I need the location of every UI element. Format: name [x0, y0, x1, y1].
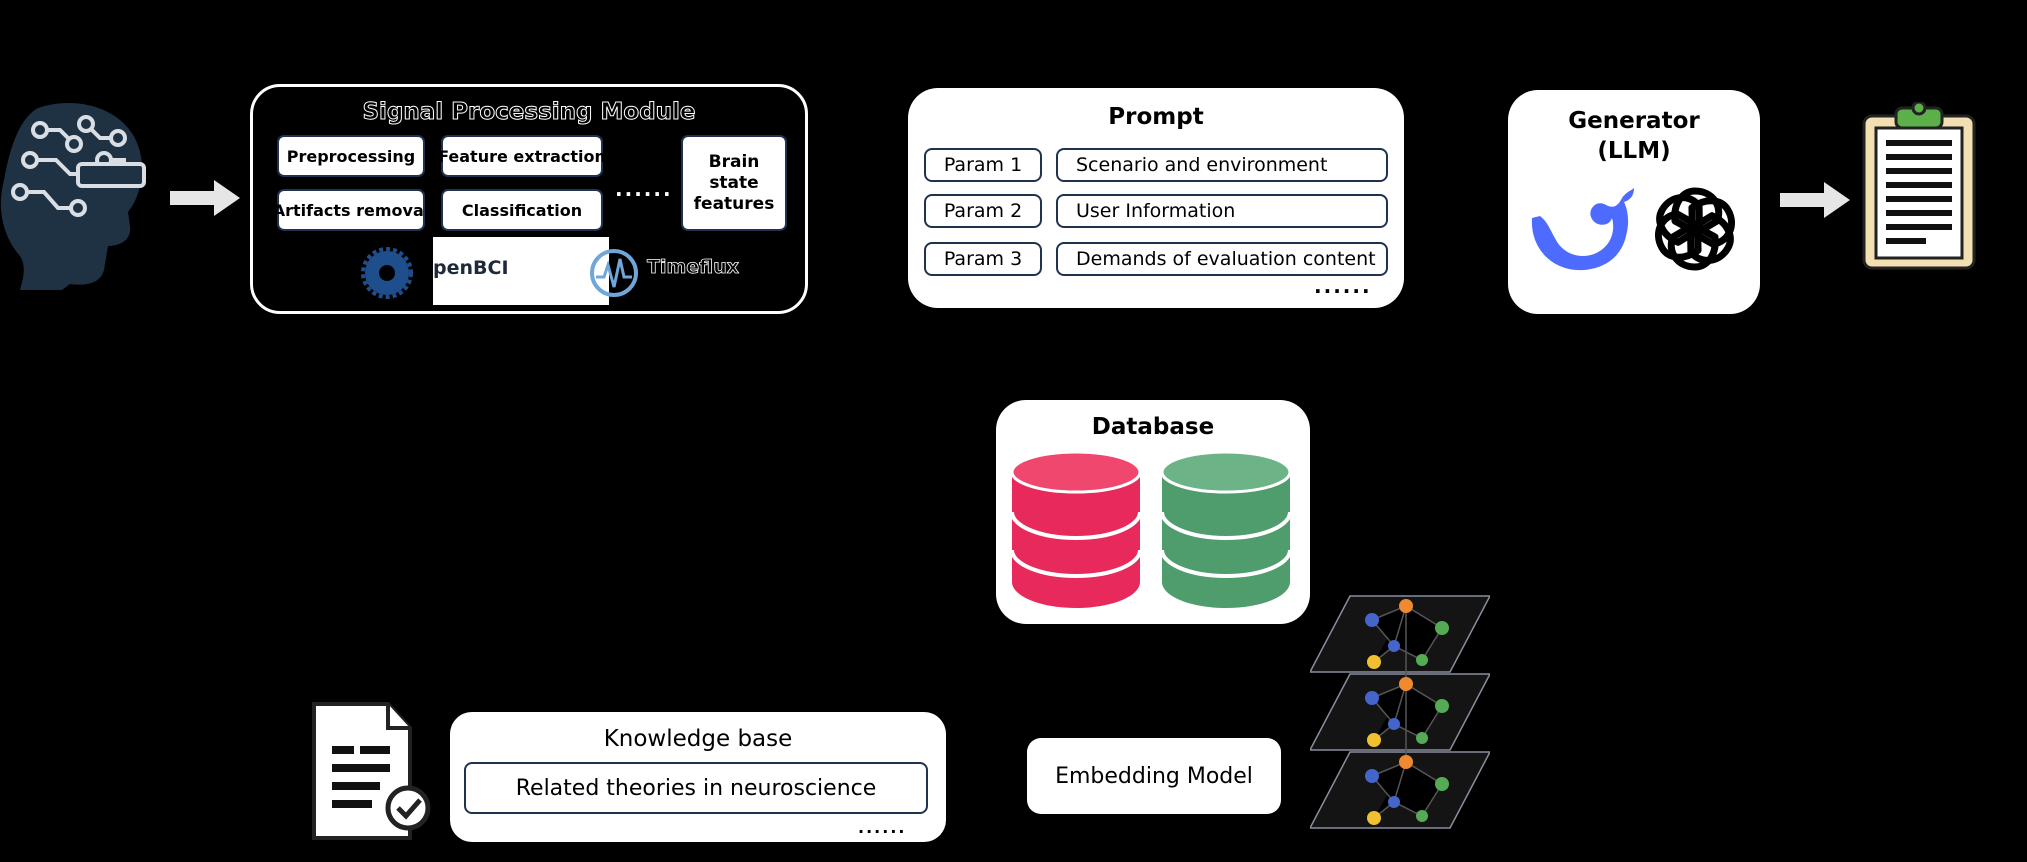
- step-feature-extraction: Feature extraction: [438, 135, 606, 177]
- knowledge-base-card: Knowledge base Related theories in neuro…: [450, 712, 946, 842]
- embedding-model-label: Embedding Model: [1055, 763, 1253, 789]
- param-1-label: Param 1: [924, 148, 1042, 182]
- knowledge-graph-icon: [1310, 594, 1490, 834]
- openai-logo-icon: [1646, 180, 1744, 278]
- openbci-logo-icon: [361, 247, 413, 299]
- database-title: Database: [1091, 414, 1215, 440]
- step-artifacts-removal: Artifacts removal: [273, 189, 429, 231]
- step-preprocessing: Preprocessing: [277, 135, 425, 177]
- knowledge-base-item: Related theories in neuroscience: [464, 762, 928, 814]
- brain-state-features: Brain state features: [681, 135, 787, 231]
- prompt-ellipsis: ......: [1314, 274, 1372, 298]
- timeflux-logo-icon: [588, 247, 640, 299]
- knowledge-base-ellipsis: ......: [858, 818, 907, 837]
- generator-subtitle: (LLM): [1597, 138, 1671, 164]
- openbci-label-box: penBCI: [433, 237, 609, 305]
- arrow-right-icon: [1780, 182, 1850, 218]
- param-1-value: Scenario and environment: [1056, 148, 1388, 182]
- arrow-right-icon: [170, 180, 240, 216]
- param-3-value: Demands of evaluation content: [1056, 242, 1388, 276]
- prompt-card: Prompt Param 1 Scenario and environment …: [908, 88, 1404, 308]
- openbci-label: penBCI: [433, 257, 509, 279]
- embedding-model-card: Embedding Model: [1027, 738, 1281, 814]
- document-check-icon: [300, 700, 432, 842]
- signal-processing-title: Signal Processing Module: [362, 99, 696, 126]
- generator-card: Generator (LLM): [1508, 90, 1760, 314]
- timeflux-label: Timeflux: [647, 256, 740, 279]
- report-clipboard-icon: [1860, 102, 1978, 272]
- signal-processing-ellipsis: ......: [615, 177, 673, 201]
- param-2-value: User Information: [1056, 194, 1388, 228]
- database-cylinder-green-icon: [1160, 450, 1292, 610]
- generator-title: Generator: [1568, 108, 1700, 134]
- knowledge-base-title: Knowledge base: [603, 726, 793, 752]
- step-classification: Classification: [441, 189, 603, 231]
- brain-state-line2: state: [709, 172, 759, 193]
- deepseek-whale-icon: [1526, 188, 1636, 274]
- param-2-label: Param 2: [924, 194, 1042, 228]
- signal-processing-module: Signal Processing Module Preprocessing F…: [250, 84, 808, 314]
- brain-state-line3: features: [693, 193, 775, 214]
- database-cylinder-red-icon: [1010, 450, 1142, 610]
- prompt-title: Prompt: [1108, 104, 1204, 130]
- brain-state-line1: Brain: [708, 151, 760, 172]
- param-3-label: Param 3: [924, 242, 1042, 276]
- database-card: Database: [996, 400, 1310, 624]
- brain-head-icon: [0, 100, 150, 290]
